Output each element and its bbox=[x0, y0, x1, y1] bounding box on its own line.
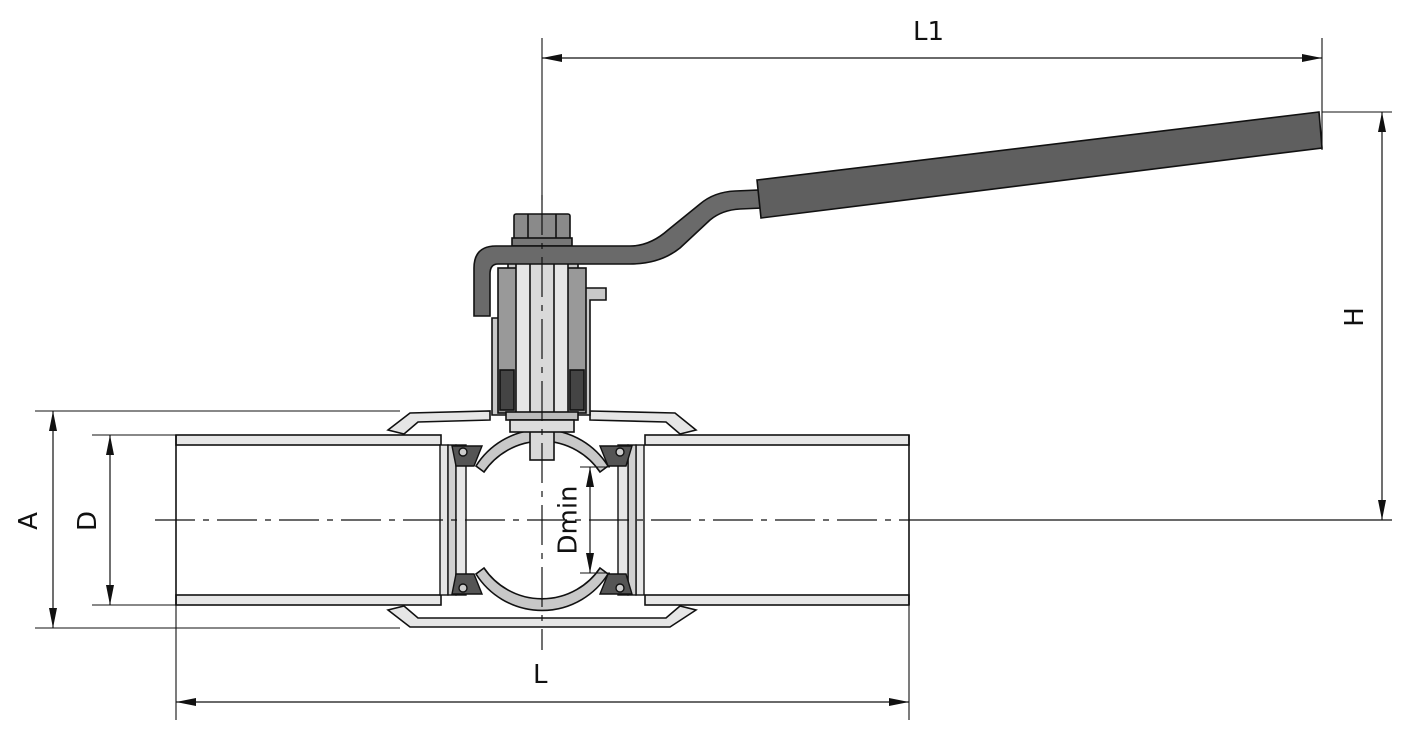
body-shell bbox=[386, 410, 698, 628]
label-d: D bbox=[73, 510, 104, 532]
label-l1: L1 bbox=[913, 17, 945, 47]
right-pipe bbox=[644, 434, 910, 606]
handle bbox=[473, 111, 1323, 317]
centerlines bbox=[155, 195, 1392, 650]
stem-housing bbox=[491, 239, 607, 461]
left-pipe bbox=[175, 434, 442, 606]
dimension-lines bbox=[49, 54, 1386, 706]
label-l: L bbox=[533, 660, 548, 690]
ball bbox=[474, 428, 610, 612]
label-dmin: Dmin bbox=[553, 485, 584, 555]
label-a: A bbox=[13, 512, 44, 530]
label-h: H bbox=[1339, 307, 1370, 327]
